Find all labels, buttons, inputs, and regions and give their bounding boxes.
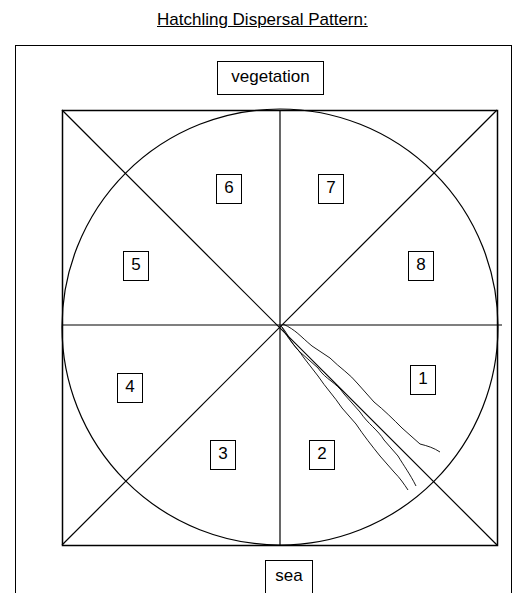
- diagonal-line: [62, 110, 497, 545]
- hatchling-track: [282, 327, 408, 490]
- diagram-title: Hatchling Dispersal Pattern:: [157, 10, 368, 30]
- hatchling-track: [283, 324, 440, 452]
- sector-number: 8: [408, 251, 434, 281]
- callout-number: 4: [123, 377, 137, 397]
- callout-number: 6: [222, 178, 236, 198]
- sector-number: 3: [210, 440, 236, 470]
- sector-number: 7: [318, 174, 344, 204]
- box-label: vegetation: [230, 67, 311, 87]
- box-label: sea: [274, 566, 304, 586]
- callout-number: 7: [324, 178, 338, 198]
- sector-number: 1: [410, 365, 436, 395]
- outer-frame: [16, 46, 512, 593]
- callout-number: 1: [416, 369, 430, 389]
- sector-number: 5: [123, 251, 149, 281]
- hatchling-track: [281, 326, 416, 486]
- callout-number: 3: [216, 444, 230, 464]
- sector-number: 6: [216, 174, 242, 204]
- diagonal-line: [62, 110, 497, 545]
- habitat-box: vegetation: [217, 61, 324, 95]
- sector-number: 2: [309, 440, 335, 470]
- habitat-box: sea: [265, 560, 313, 593]
- sector-number: 4: [117, 373, 143, 403]
- square-frame: [63, 111, 498, 546]
- callout-number: 5: [129, 255, 143, 275]
- circle-outline: [62, 109, 498, 545]
- callout-number: 8: [414, 255, 428, 275]
- callout-number: 2: [315, 444, 329, 464]
